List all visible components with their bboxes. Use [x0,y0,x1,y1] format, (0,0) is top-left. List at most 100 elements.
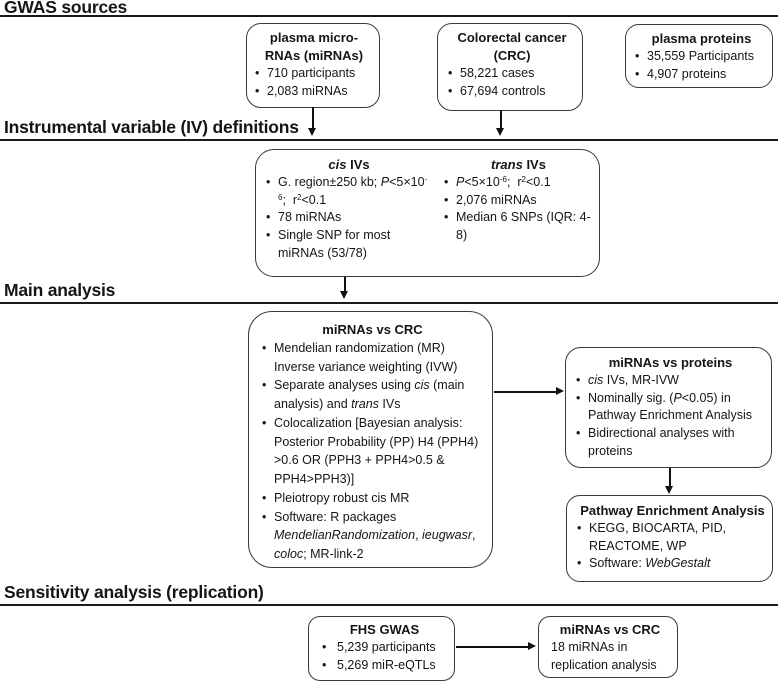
bullet-dot: • [444,192,449,207]
bullet-dot: • [448,65,453,80]
bullet-text: Nominally sig. (P<0.05) in Pathway Enric… [588,390,765,426]
text-segment: 5,269 miR-eQTLs [337,657,436,672]
bullet-item: • cis IVs, MR-IVW [576,372,765,390]
text-segment: FHS GWAS [349,622,420,637]
bullet-text: 58,221 cases [460,65,576,83]
section-title-iv-definitions: Instrumental variable (IV) definitions [4,117,299,137]
bullet-dot: • [635,48,640,63]
text-segment: ; MR-link-2 [303,547,364,562]
bullet-dot: • [262,490,267,505]
bullet-list: • cis IVs, MR-IVW• Nominally sig. (P<0.05)… [576,372,765,461]
arrow-proteins-to-pathway-head [665,486,673,494]
bullet-item: •Bidirectional analyses with proteins [576,425,765,461]
bullet-item: • Separate analyses using cis (main analy… [262,376,483,414]
bullet-dot: • [266,228,271,243]
text-segment: 2 [297,193,302,203]
text-segment: cis [328,157,347,172]
arrow-mirnas-to-iv-line [312,107,314,129]
arrow-iv-to-main-line [344,277,346,292]
bullet-item: • 67,694 controls [448,83,576,101]
bullet-list: • 710 participants •2,083 miRNAs [255,65,373,101]
text-segment: <5×10 [389,174,425,189]
text-segment: G. region±250 kb; [278,174,381,189]
bullet-item: •5,269 miR-eQTLs [319,657,450,675]
text-segment: Colorectal cancer [457,30,567,45]
arrow-crc-to-iv-line [500,110,502,129]
bullet-dot: • [448,83,453,98]
bullet-dot: • [576,372,581,387]
bullet-text: 2,083 miRNAs [267,83,373,101]
text-segment: <0.1 [525,174,551,189]
section-divider-gwas [0,15,778,18]
bullet-text: 78 miRNAs [278,209,432,227]
arrow-main-to-proteins-head [556,387,564,395]
arrow-mirnas-to-iv-head [308,128,316,136]
text-segment: Software: [589,556,646,571]
box-mirnas-vs-proteins: miRNAs vs proteins • cis IVs, MR-IVW• Nomi… [565,347,772,468]
section-title-main-analysis: Main analysis [4,280,116,300]
bullet-item: • 58,221 cases [448,65,576,83]
bullet-list: •35,559 Participants•4,907 proteins [635,48,768,84]
bullet-item: • 710 participants [255,65,373,83]
text-segment: trans [351,397,379,412]
text-segment: Pathway Enrichment Analysis [580,503,765,518]
text-segment: (CRC) [493,47,531,63]
box-title: miRNAs vs proteins [576,354,765,372]
bullet-text: cis IVs, MR-IVW [588,372,765,390]
bullet-text: 5,269 miR-eQTLs [337,657,450,675]
text-segment: miRNAs vs proteins [608,355,733,370]
text-segment: trans [491,157,523,172]
text-segment: 35,559 Participants [647,48,755,63]
text-segment: IVs [522,157,546,172]
bullet-text: 5,239 participants [337,639,450,657]
bullet-text: Colocalization [Bayesian analysis: Poste… [274,414,483,489]
arrow-fhs-to-replication-line [456,646,529,648]
box-colorectal-cancer: Colorectal cancer (CRC) • 58,221 cases • 67,… [437,23,583,111]
bullet-item: •5,239 participants [319,639,450,657]
bullet-dot: • [444,174,449,189]
box-title: miRNAs vs CRC [262,321,483,339]
bullet-dot: • [577,520,582,535]
bullet-text: 4,907 proteins [647,66,768,84]
text-segment: ieugwasr [422,528,473,543]
text-segment: P [380,174,390,189]
box-title: trans IVs [444,156,593,174]
bullet-dot: • [262,415,267,430]
text-segment: 2,083 miRNAs [267,83,348,98]
bullet-text: Software: R packages MendelianRandomizat… [274,508,483,564]
text-segment: 5,239 participants [337,639,436,654]
text-segment: cis [588,372,604,387]
text-segment: Colocalization [Bayesian analysis: Poste… [274,415,479,487]
bullet-text: Bidirectional analyses with proteins [588,425,765,461]
bullet-text: KEGG, BIOCARTA, PID, REACTOME, WP [589,520,768,556]
bullet-item: •Software: R packages MendelianRandomiza… [262,508,483,564]
box-iv-definitions: cis IVs •G. region±250 kb; P<5×10-6; r2<… [255,149,600,277]
text-segment: 710 participants [267,65,356,80]
bullet-text: 710 participants [267,65,373,83]
bullet-item: •2,083 miRNAs [255,83,373,101]
bullet-list: •P<5×10-6; r2<0.1•2,076 miRNAs•Median 6 … [444,174,593,245]
text-segment: IVs, MR-IVW [603,372,679,387]
bullet-item: • Pleiotropy robust cis MR [262,489,483,508]
box-fhs-gwas: FHS GWAS •5,239 participants•5,269 miR-e… [308,616,455,681]
bullet-item: •P<5×10-6; r2<0.1 [444,174,593,192]
text-segment: <5×10 [464,174,500,189]
text-segment: coloc [274,547,304,562]
box-plasma-mirnas: plasma micro-RNAs (miRNAs) •710 particip… [246,23,380,108]
bullet-dot: • [262,378,267,393]
bullet-text: 67,694 controls [460,83,576,101]
bullet-dot: • [266,210,271,225]
text-segment: 18 miRNAs in replication analysis [551,639,657,672]
bullet-dot: • [262,340,267,355]
section-title-sensitivity: Sensitivity analysis (replication) [4,582,264,602]
text-segment: Pleiotropy robust cis MR [274,490,410,505]
bullet-list: •Mendelian randomization (MR) Inverse va… [262,339,483,564]
box-plasma-proteins: plasma proteins •35,559 Participants•4,9… [625,24,773,88]
box-title: miRNAs vs CRC [551,621,669,639]
bullet-item: •Single SNP for most miRNAs (53/78) [266,227,432,263]
bullet-text: Separate analyses using cis (main analys… [274,376,483,414]
bullet-text: Software: WebGestalt [589,555,768,573]
bullet-dot: • [255,65,260,80]
section-divider-sensitivity [0,604,778,607]
